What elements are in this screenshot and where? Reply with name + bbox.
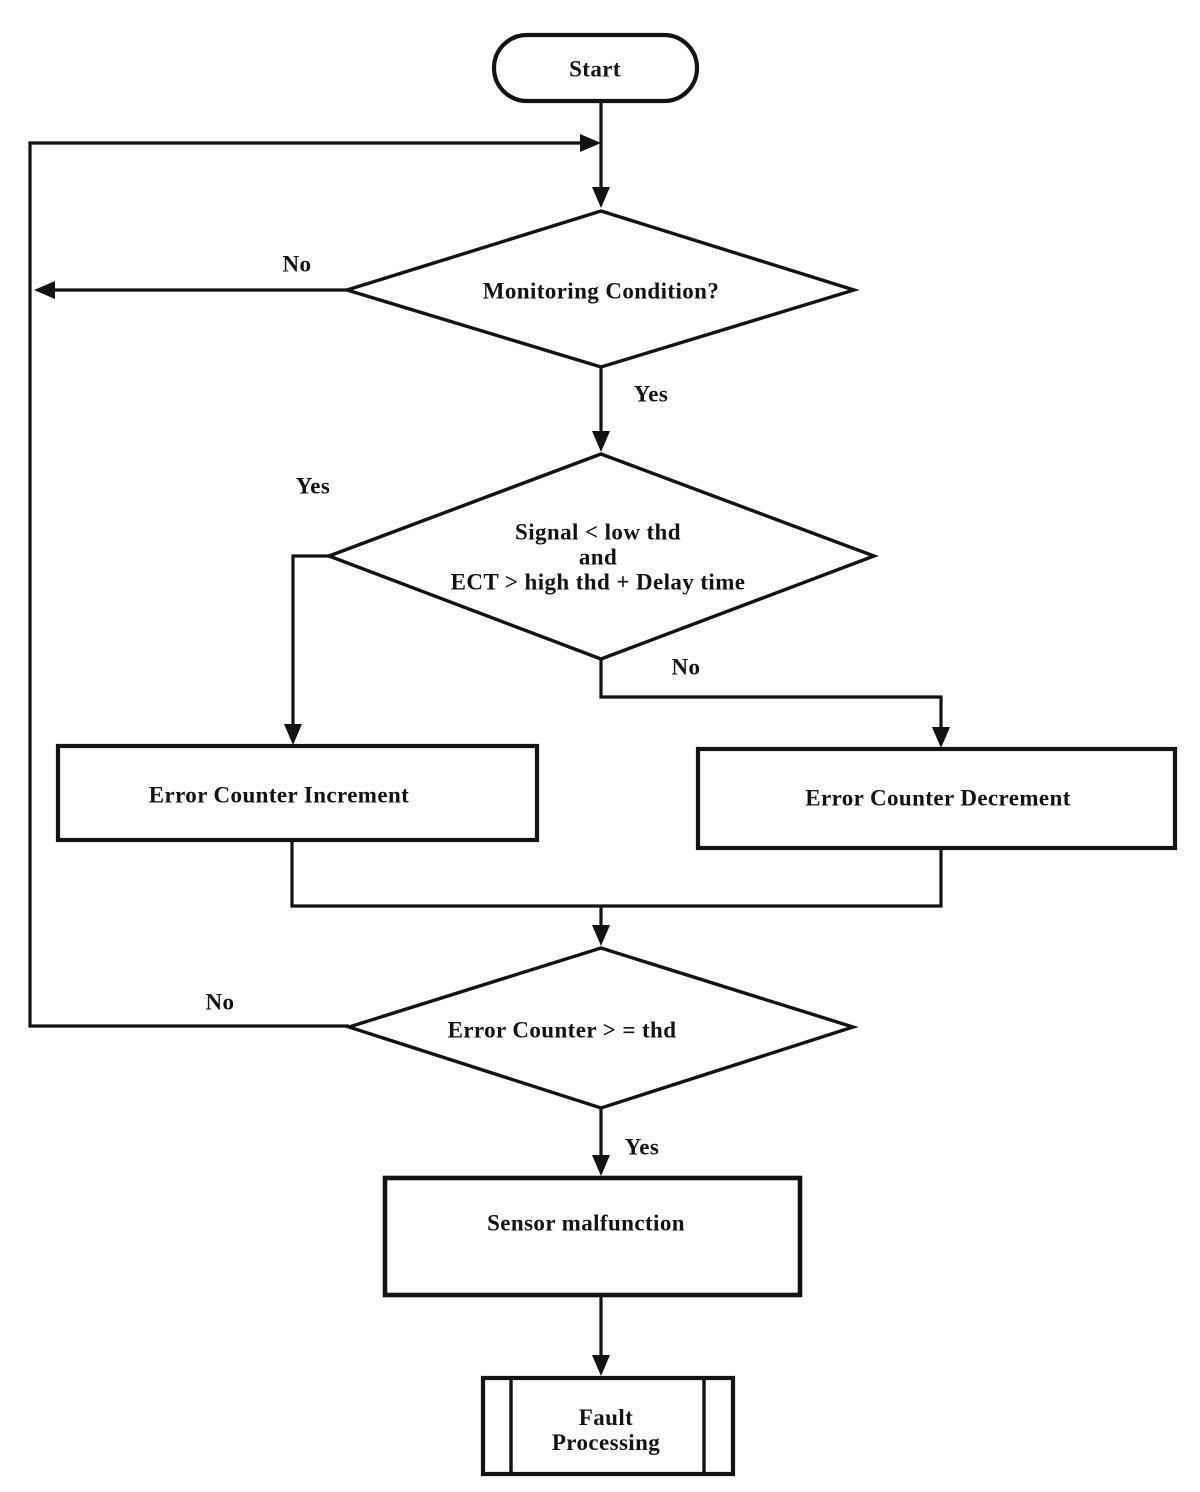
monitoring-label: Monitoring Condition? [482, 278, 720, 304]
decrement-process-shape [695, 746, 1178, 851]
fault-label: Fault Processing [552, 1405, 660, 1455]
counter-label: Error Counter > = thd [447, 1017, 677, 1043]
fault-label-line2: Processing [551, 1430, 661, 1455]
signal-label: Signal < low thd and ECT > high thd + De… [451, 520, 746, 595]
edge-label-monitoring-no: No [282, 251, 312, 277]
arrowhead-into-fault [592, 1355, 610, 1376]
fault-predefined-shape [480, 1375, 736, 1477]
arrowhead-into-malfunction [592, 1155, 610, 1176]
edge-label-signal-no: No [671, 654, 701, 680]
start-label: Start [569, 56, 621, 82]
start-node-shape [491, 32, 700, 104]
edge-label-counter-no: No [205, 989, 235, 1015]
arrowhead-into-signal [592, 431, 610, 452]
edge-signal-yes [291, 554, 329, 727]
malfunction-label: Sensor malfunction [487, 1210, 685, 1236]
signal-label-line3: ECT > high thd + Delay time [450, 569, 746, 595]
edge-feedback-loop [28, 141, 583, 1028]
edge-label-signal-yes: Yes [295, 473, 331, 499]
signal-label-line1: Signal < low thd [515, 519, 681, 545]
edge-label-monitoring-yes: Yes [633, 381, 669, 407]
increment-label: Error Counter Increment [148, 782, 410, 808]
arrowhead-into-counter [592, 925, 610, 946]
edge-signal-no [599, 659, 943, 730]
arrowhead-loop-into-spine [580, 134, 601, 152]
decrement-label: Error Counter Decrement [805, 785, 1071, 811]
edge-merge-rail [290, 840, 943, 908]
counter-decision-shape [343, 946, 859, 1110]
increment-process-shape [55, 743, 540, 843]
arrowhead-into-monitoring [592, 187, 610, 208]
fault-predefined-side-bars [509, 1378, 706, 1474]
fault-label-line1: Fault [578, 1405, 634, 1430]
arrowhead-into-decrement [932, 727, 950, 748]
signal-label-line2: and [578, 544, 618, 570]
signal-decision-shape [324, 452, 879, 661]
arrowhead-into-increment [284, 724, 302, 745]
arrowhead-monitoring-no [34, 281, 55, 299]
monitoring-decision-shape [341, 209, 860, 369]
edge-label-counter-yes: Yes [624, 1134, 660, 1160]
malfunction-process-shape [382, 1175, 803, 1298]
